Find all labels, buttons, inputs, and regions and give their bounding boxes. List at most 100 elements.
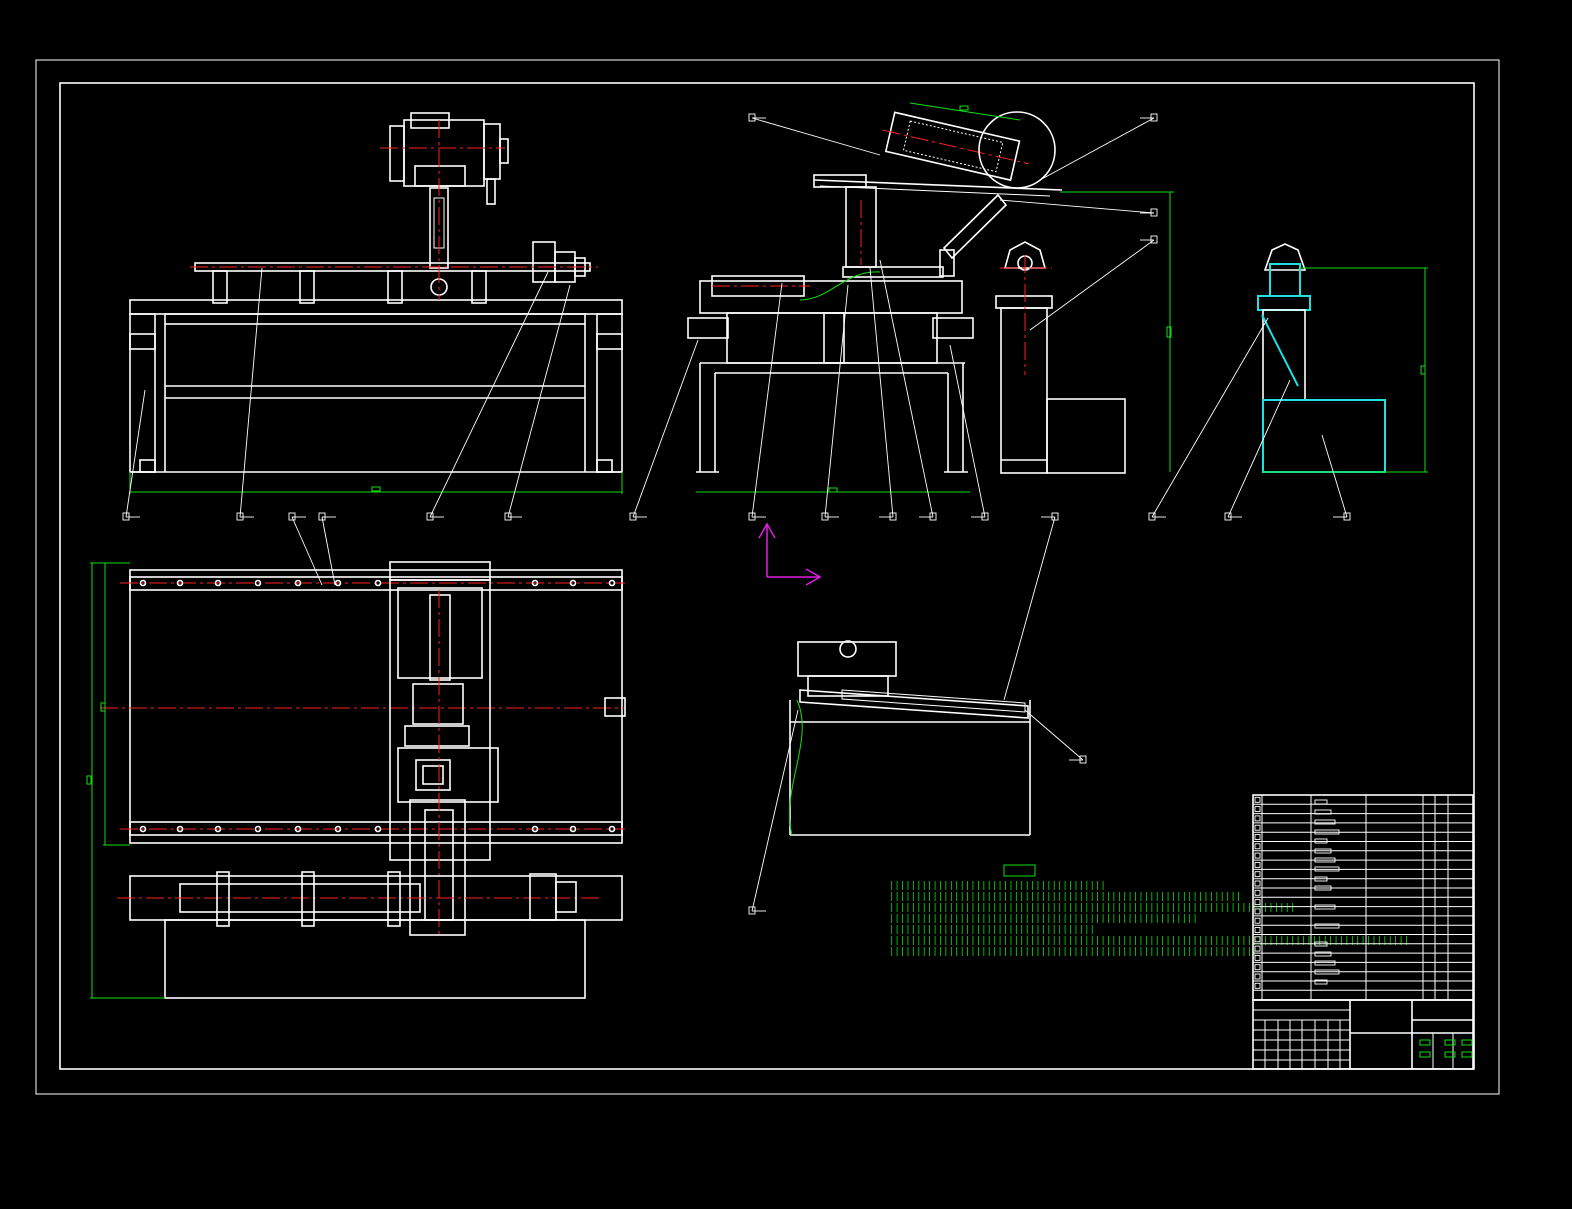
bom-cell-mark	[1254, 889, 1261, 896]
bom-text-mark	[1314, 923, 1340, 929]
bolt-mark	[334, 825, 342, 833]
part-balloon	[629, 512, 637, 521]
bolt-mark	[569, 579, 577, 587]
detail-view	[788, 640, 1031, 836]
bom-text-mark	[1314, 848, 1332, 854]
bom-text-mark	[1314, 829, 1340, 835]
bolt-mark	[531, 825, 539, 833]
bom-cell-mark	[1254, 796, 1261, 803]
title-field-mark	[1419, 1051, 1431, 1058]
bom-text-mark	[1314, 979, 1328, 985]
title-field-mark	[1461, 1051, 1473, 1058]
note-line: ||||||||||||||||||||||||||||||||||||||||…	[889, 914, 1198, 924]
parts-list-table	[1252, 794, 1474, 1001]
leader-line	[1039, 117, 1155, 181]
leader-line	[869, 267, 894, 518]
end-view	[995, 241, 1126, 474]
note-line: ||||||||||||||||||||||||||||||||||||||||	[889, 881, 1106, 891]
bom-text-mark	[1314, 885, 1332, 891]
bolt-mark	[214, 825, 222, 833]
part-balloon	[748, 113, 756, 122]
bom-cell-mark	[1254, 834, 1261, 840]
note-line: ||||||||||||||||||||||||||||||||||||||||…	[889, 947, 1257, 957]
bolt-mark	[176, 825, 184, 833]
note-line: ||||||||||||||||||||||||||||||||||||||	[889, 925, 1095, 935]
leader-line	[291, 516, 323, 586]
right-view	[1257, 243, 1428, 473]
bom-text-mark	[1314, 941, 1328, 947]
inner-frame	[59, 82, 1475, 1070]
leader-line	[1024, 709, 1084, 761]
bom-cell-mark	[1254, 964, 1261, 971]
bom-cell-mark	[1254, 945, 1261, 952]
title-field-mark	[1444, 1039, 1456, 1046]
leader-line	[1227, 379, 1291, 518]
bom-cell-mark	[1254, 973, 1261, 980]
bolt-mark	[254, 579, 262, 587]
bolt-mark	[569, 825, 577, 833]
part-balloon	[318, 512, 326, 521]
part-balloon	[288, 512, 296, 521]
part-balloon	[1150, 208, 1158, 217]
part-balloon	[748, 512, 756, 521]
part-balloon	[1150, 113, 1158, 122]
bom-cell-mark	[1254, 815, 1261, 822]
bom-cell-mark	[1254, 899, 1261, 906]
leader-line	[751, 709, 799, 912]
part-balloon	[504, 512, 512, 521]
part-balloon	[1079, 755, 1087, 764]
part-balloon	[1343, 512, 1351, 521]
front-view	[129, 112, 623, 494]
leader-line	[949, 344, 986, 518]
bolt-mark	[139, 579, 147, 587]
bolt-mark	[294, 579, 302, 587]
title-field-mark	[1444, 1051, 1456, 1058]
leader-line	[239, 267, 263, 518]
bolt-mark	[294, 825, 302, 833]
bolt-mark	[214, 579, 222, 587]
part-balloon	[122, 512, 130, 521]
bom-cell-mark	[1254, 824, 1261, 831]
title-field-mark	[1419, 1039, 1431, 1046]
bom-text-mark	[1314, 969, 1340, 975]
note-line: ||||||||||||||||||||||||||||||||||||||||…	[889, 892, 1241, 902]
part-balloon	[748, 906, 756, 915]
leader-line	[1003, 516, 1056, 701]
bom-cell-mark	[1254, 917, 1261, 924]
notes-heading-box	[1003, 864, 1036, 877]
technical-notes: ||||||||||||||||||||||||||||||||||||||||…	[889, 864, 1409, 957]
leader-line	[824, 284, 849, 518]
bom-cell-mark	[1254, 936, 1261, 943]
leader-line	[999, 199, 1155, 214]
bom-text-mark	[1314, 866, 1340, 872]
leader-line	[1321, 434, 1348, 518]
bolt-mark	[139, 825, 147, 833]
bom-cell-mark	[1254, 852, 1261, 859]
part-balloon	[821, 512, 829, 521]
leader-line	[632, 339, 699, 518]
bom-cell-mark	[1254, 871, 1261, 878]
top-view	[86, 561, 626, 999]
bolt-mark	[334, 579, 342, 587]
bom-text-mark	[1314, 819, 1336, 825]
bom-text-mark	[1314, 904, 1336, 910]
bolt-mark	[374, 825, 382, 833]
part-balloon	[426, 512, 434, 521]
bolt-mark	[608, 825, 616, 833]
title-field-mark	[1461, 1039, 1473, 1046]
bom-cell-mark	[1254, 954, 1261, 961]
part-balloon	[889, 512, 897, 521]
note-line: ||||||||||||||||||||||||||||||||||||||||…	[889, 903, 1295, 913]
bom-cell-mark	[1254, 982, 1261, 989]
bom-text-mark	[1314, 799, 1328, 805]
bolt-mark	[608, 579, 616, 587]
ucs-icon	[758, 522, 822, 586]
bolt-mark	[531, 579, 539, 587]
bolt-mark	[254, 825, 262, 833]
leader-line	[879, 259, 934, 518]
side-view	[687, 102, 1174, 493]
outer-border	[35, 59, 1500, 1095]
bom-text-mark	[1314, 876, 1328, 882]
part-balloon	[981, 512, 989, 521]
